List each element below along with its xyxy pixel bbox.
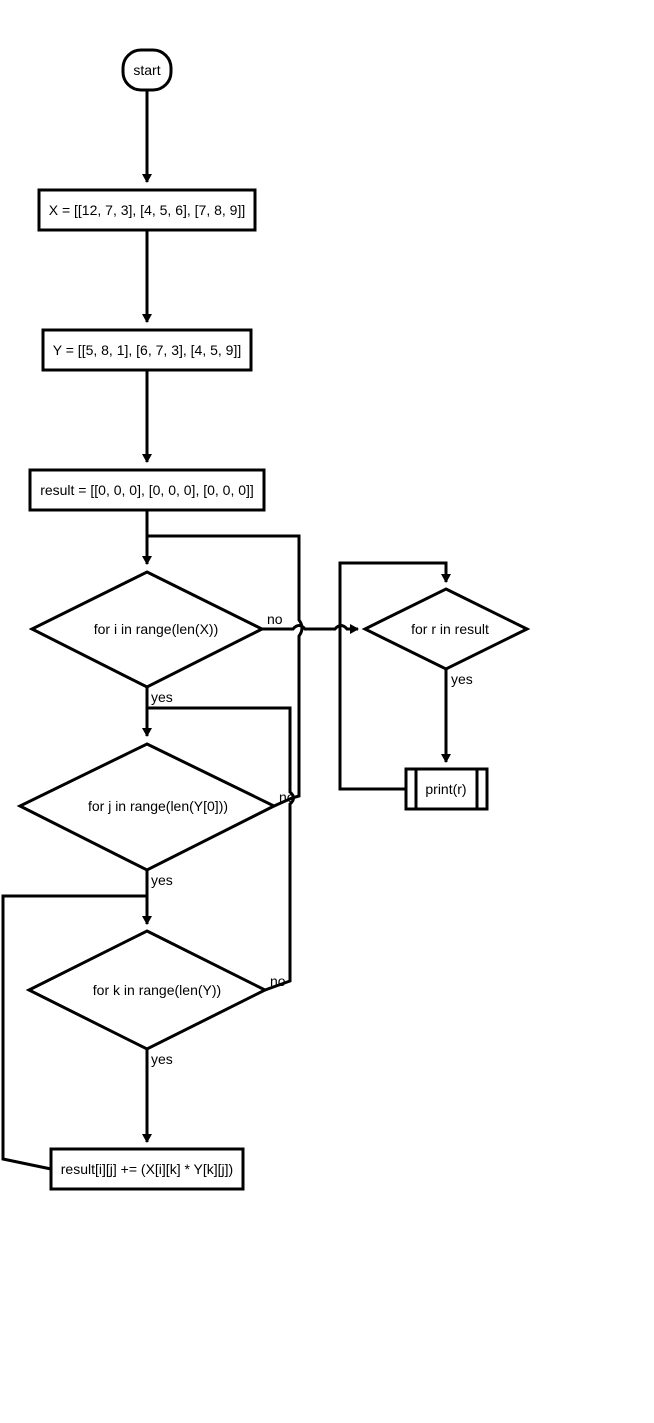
- edge-print-to-loop-r: [338, 561, 451, 791]
- node-y-assign-label: Y = [[5, 8, 1], [6, 7, 3], [4, 5, 9]]: [53, 342, 241, 358]
- node-start: start: [121, 48, 173, 92]
- node-start-label: start: [133, 62, 160, 78]
- edge-label-r-yes: yes: [451, 671, 473, 687]
- node-loop-i-label: for i in range(len(X)): [94, 621, 219, 637]
- node-x-assign: X = [[12, 7, 3], [4, 5, 6], [7, 8, 9]]: [37, 188, 257, 232]
- edge-label-k-no: no: [270, 973, 286, 989]
- node-print-label: print(r): [425, 781, 466, 797]
- node-loop-i: for i in range(len(X)): [28, 570, 266, 689]
- node-x-assign-label: X = [[12, 7, 3], [4, 5, 6], [7, 8, 9]]: [49, 202, 246, 218]
- node-loop-r: for r in result: [361, 587, 531, 671]
- node-result-assign: result = [[0, 0, 0], [0, 0, 0], [0, 0, 0…: [28, 468, 266, 512]
- edge-label-i-no: no: [267, 611, 283, 627]
- node-loop-j: for j in range(len(Y[0])): [16, 742, 278, 872]
- node-loop-j-label: for j in range(len(Y[0])): [88, 798, 228, 814]
- edge-accumulate-to-loop-k: [1, 894, 147, 1171]
- node-y-assign: Y = [[5, 8, 1], [6, 7, 3], [4, 5, 9]]: [41, 328, 253, 372]
- node-loop-k: for k in range(len(Y)): [25, 929, 269, 1051]
- edge-label-i-yes: yes: [151, 689, 173, 705]
- node-accumulate: result[i][j] += (X[i][k] * Y[k][j]): [49, 1147, 245, 1191]
- edge-label-j-yes: yes: [151, 872, 173, 888]
- edge-label-k-yes: yes: [151, 1051, 173, 1067]
- edge-loop-j-no-to-loop-i: [147, 534, 304, 808]
- edge-loop-i-no-to-loop-r: [262, 624, 359, 634]
- edge-label-j-no: no: [279, 789, 295, 805]
- node-accumulate-label: result[i][j] += (X[i][k] * Y[k][j]): [61, 1161, 233, 1177]
- node-print: print(r): [404, 767, 489, 811]
- edge-loop-k-no-to-loop-j: [147, 706, 295, 992]
- node-loop-r-label: for r in result: [411, 621, 489, 637]
- node-loop-k-label: for k in range(len(Y)): [93, 982, 221, 998]
- node-result-assign-label: result = [[0, 0, 0], [0, 0, 0], [0, 0, 0…: [40, 482, 254, 498]
